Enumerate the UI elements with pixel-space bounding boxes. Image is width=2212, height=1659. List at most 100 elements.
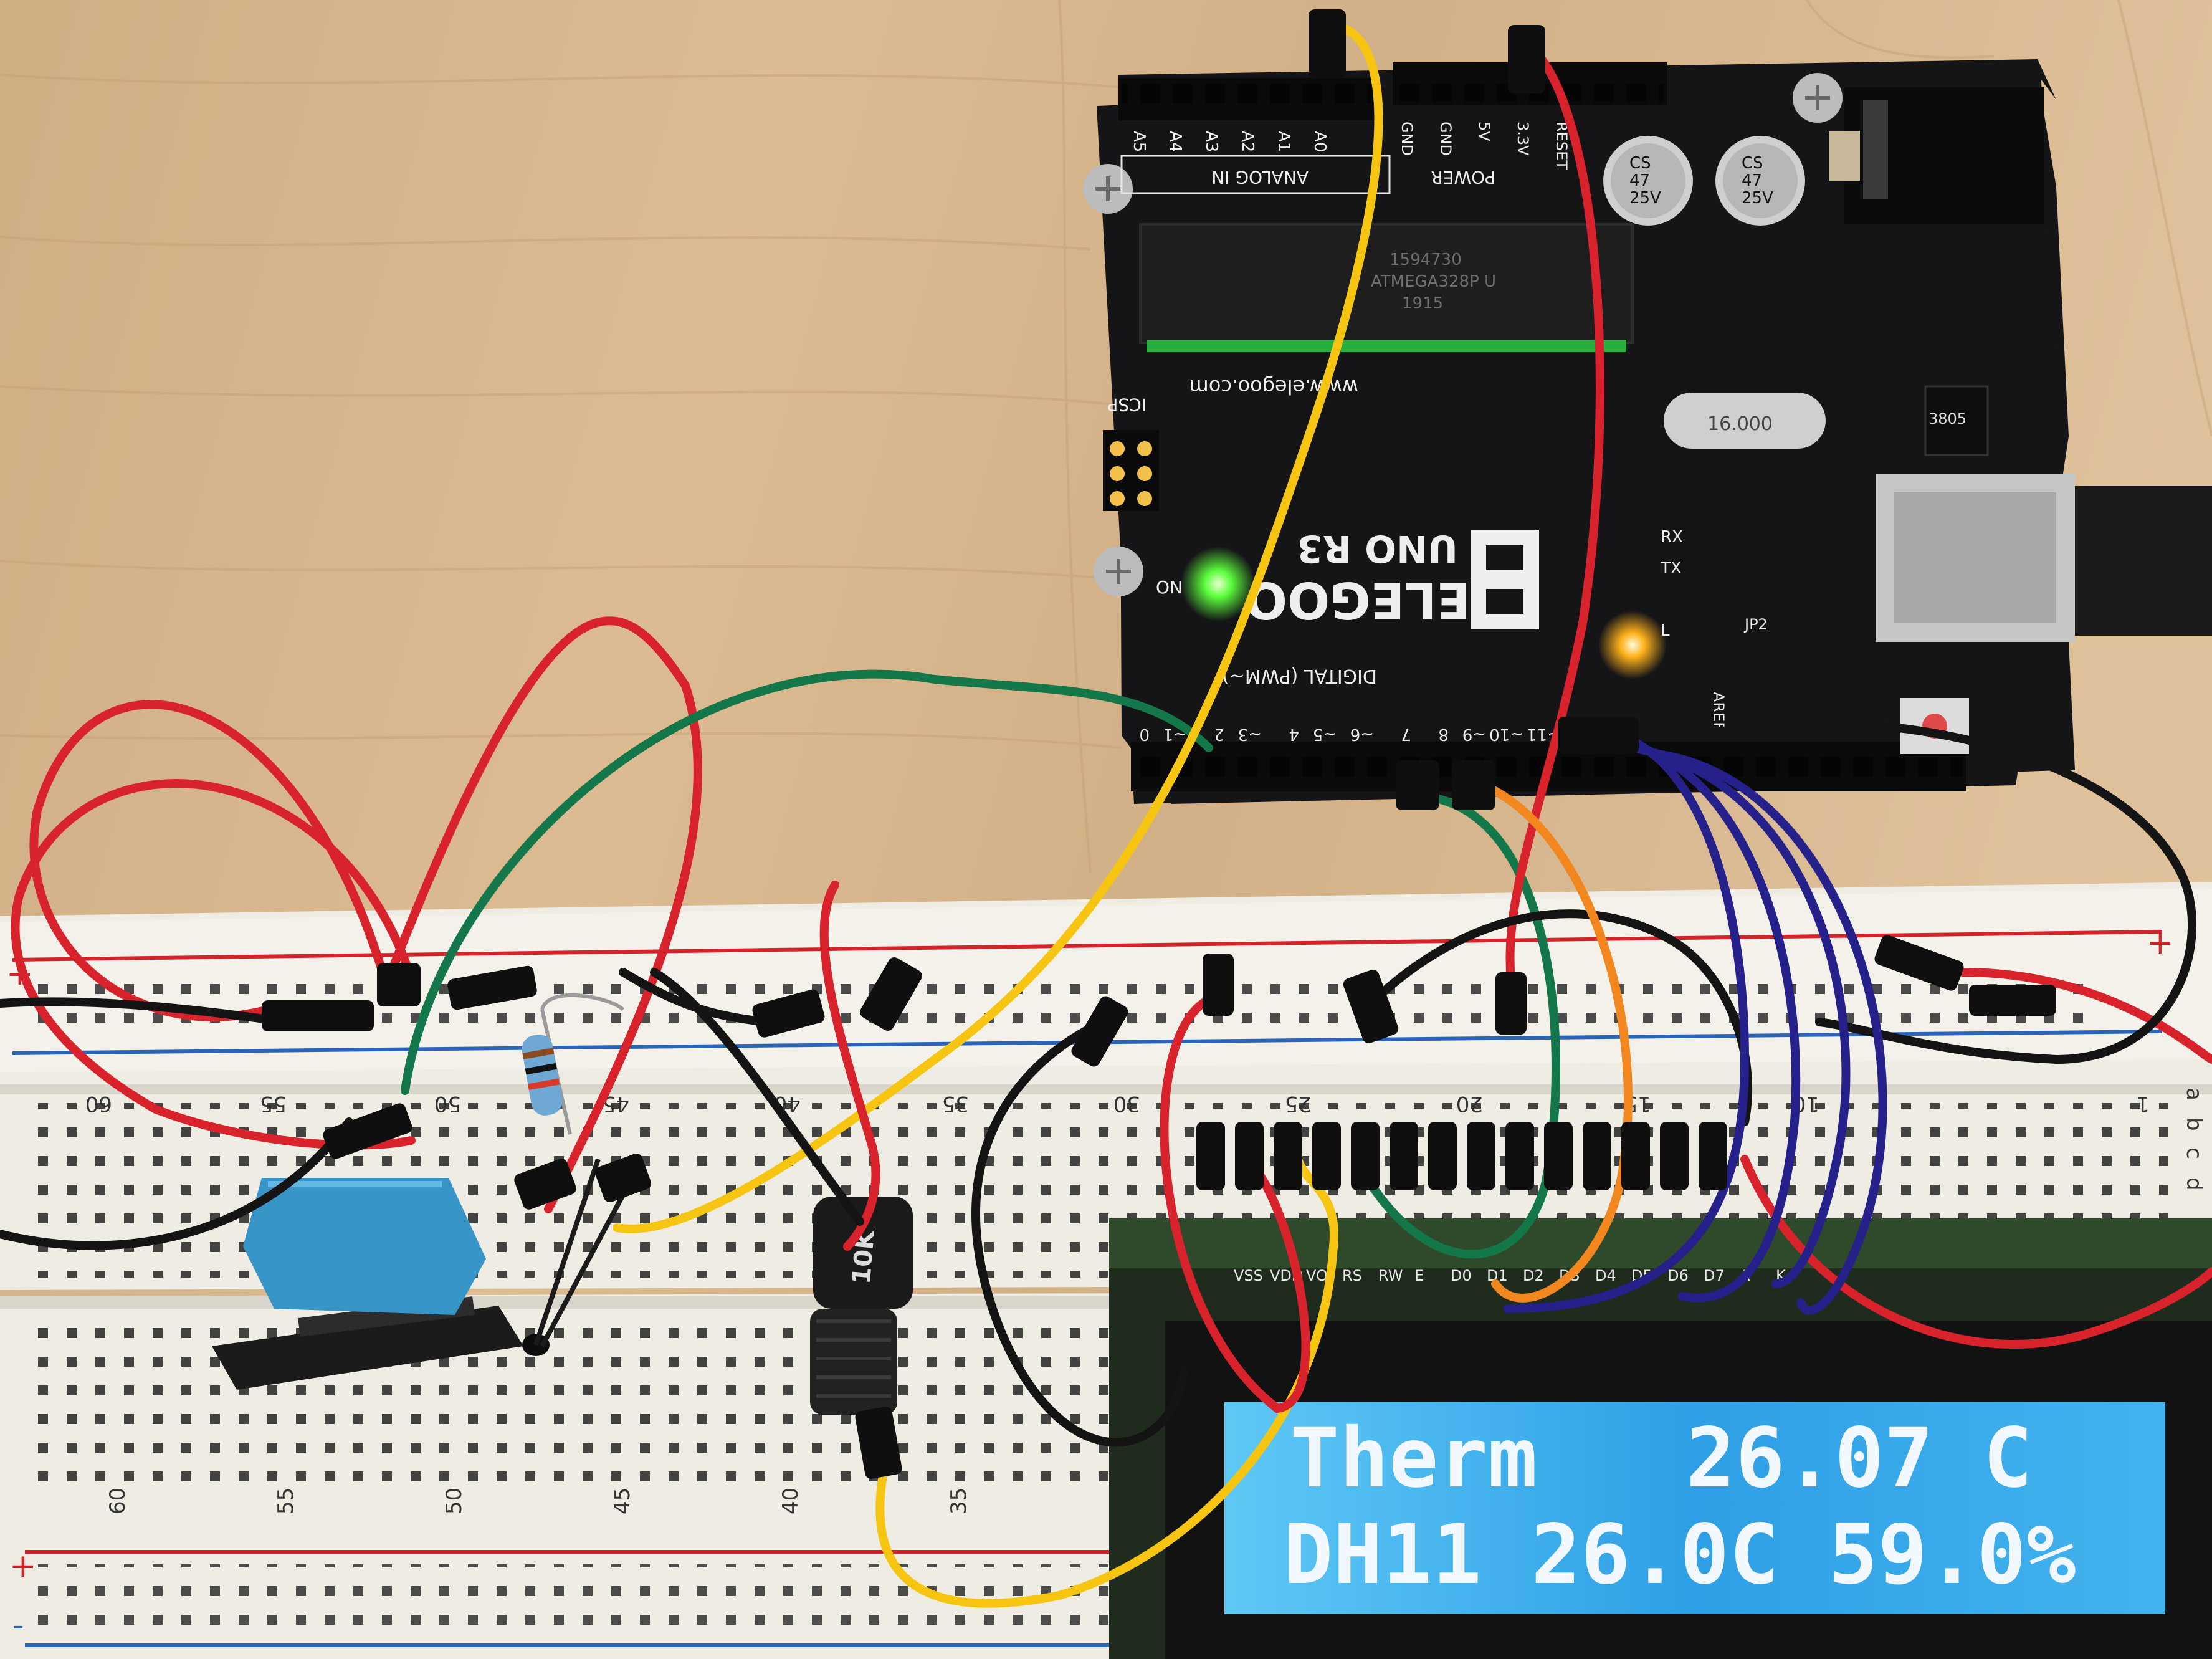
digital-pin-label: 7 [1401,725,1411,743]
lcd-wire-plug [1621,1122,1650,1190]
breadboard-row-letter: c [2181,1147,2206,1159]
breadboard-column-number: 35 [942,1091,969,1116]
lcd-line-1: Therm 26.07 C [1290,1410,2033,1506]
lcd-wire-plug [1196,1122,1225,1190]
lcd-pin-label: VO [1306,1267,1328,1284]
red-wire [819,881,880,1251]
red-wire [29,700,391,1021]
breadboard-column-number: 55 [274,1488,298,1514]
svg-text:1915: 1915 [1402,294,1443,313]
svg-text:47: 47 [1742,171,1762,190]
potentiometer: 10K [810,1197,913,1415]
breadboard-row-letter: b [2181,1117,2206,1131]
svg-text:RX: RX [1661,528,1683,547]
breadboard-column-number: 25 [1285,1091,1312,1116]
lcd-pin-label: D6 [1667,1267,1689,1284]
lcd-wire-plug [1583,1122,1611,1190]
red-wire [1505,39,1604,1008]
digital-pin-label: ~6 [1350,725,1374,743]
dc-barrel-jack [1829,87,2044,224]
svg-text:JP2: JP2 [1743,616,1768,633]
svg-text:25V: 25V [1629,189,1661,208]
breadboard-column-number: 50 [442,1488,467,1514]
red-wire [1958,968,2212,1064]
analog-pin-label: A0 [1310,131,1329,152]
black-wire [0,1117,353,1250]
breadboard-column-number: 50 [434,1091,461,1116]
svg-text:L: L [1661,621,1670,640]
navy-wire [1504,729,1750,1313]
voltage-regulator: 3805 [1924,385,1989,456]
breadboard-column-number: 55 [260,1091,287,1116]
yellow-wire [613,21,1383,1233]
rail-plus-sign-right: + [2147,924,2174,962]
analog-in-label: ANALOG IN [1211,167,1309,188]
lcd-pin-label: D2 [1523,1267,1544,1284]
svg-text:ELEGOO: ELEGOO [1245,571,1471,629]
website-label: www.elegoo.com [1189,375,1358,399]
power-pin-label: 3.3V [1514,122,1532,156]
digital-pin-label: 0 [1139,725,1150,743]
digital-pin-label: 4 [1289,725,1299,743]
svg-text:UNO R3: UNO R3 [1297,527,1458,570]
navy-wire [1653,750,1887,1315]
navy-wire [1628,743,1851,1288]
analog-pin-label: A3 [1202,131,1221,152]
digital-pin-label: 2 [1214,725,1224,743]
black-wire [971,1018,1188,1447]
yellow-wire [875,1142,1338,1608]
red-wire [11,779,416,1150]
breadboard-column-number: 60 [105,1488,130,1514]
black-wire [619,968,771,1026]
svg-text:TX: TX [1660,559,1682,578]
mounting-screw [1083,164,1133,214]
power-label: POWER [1431,167,1495,188]
resistor [522,993,625,1135]
breadboard-row-letter: a [2181,1088,2206,1101]
svg-text:3805: 3805 [1928,410,1966,428]
svg-text:AREF: AREF [1710,692,1727,730]
lcd-wire-plug [1699,1122,1727,1190]
analog-pin-label: A1 [1274,131,1293,152]
svg-text:1594730: 1594730 [1390,251,1462,269]
breadboard-column-number: 35 [946,1488,971,1514]
svg-text:16.000: 16.000 [1707,413,1773,435]
lcd-wire-plug [1390,1122,1418,1190]
digital-pin-label: ~3 [1238,725,1262,743]
power-pin-label: 5V [1475,122,1493,141]
red-wire [382,616,702,1213]
breadboard-column-number: 30 [1113,1091,1140,1116]
red-wire [1160,993,1310,1413]
lcd-line-2: DH11 26.0C 59.0% [1284,1507,2076,1603]
power-pin-label: GND [1398,122,1416,156]
digital-pin-label: 8 [1438,725,1449,743]
digital-pin-label: ~10 [1489,725,1523,743]
lcd-pin-label: RS [1342,1267,1362,1284]
digital-label: DIGITAL (PWM~) [1222,665,1377,687]
breadboard-column-number: 60 [85,1091,112,1116]
rail-red-line [12,930,2163,962]
capacitor: CS 47 25V [1603,136,1693,226]
digital-pin-labels: 0~12~34~5~678~9~10~111213 [1139,725,1636,743]
lcd-wire-plug [1467,1122,1495,1190]
crystal-oscillator: 16.000 [1664,393,1826,449]
power-led [1181,547,1256,621]
lcd-wire-plug [1312,1122,1341,1190]
elegoo-logo: ELEGOO UNO R3 [1245,527,1539,629]
l-led [1598,611,1667,679]
capacitor: CS 47 25V [1715,136,1805,226]
lcd-pin-label: D4 [1595,1267,1616,1284]
lcd-pin-label: D0 [1451,1267,1472,1284]
lcd-pin-label: D7 [1704,1267,1725,1284]
rail-minus-sign-bottom: - [12,1607,24,1644]
breadboard-column-number: 20 [1456,1091,1483,1116]
svg-text:CS: CS [1742,154,1763,173]
lcd-wire-plug [1544,1122,1573,1190]
